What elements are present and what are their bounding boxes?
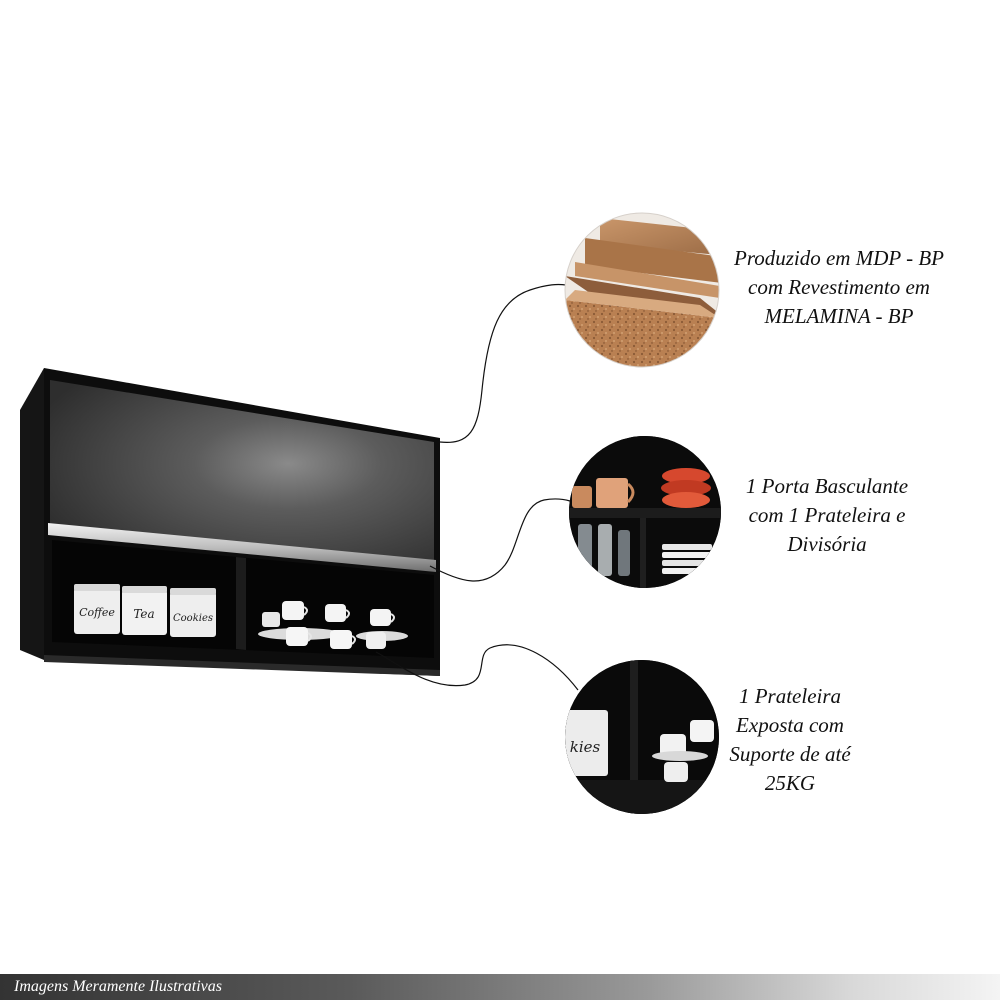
callout-door: 1 Porta Basculante com 1 Prateleira e Di… (712, 472, 942, 559)
cabinet-side-panel (20, 368, 44, 660)
callout-material: Produzido em MDP - BP com Revestimento e… (708, 244, 970, 331)
cabinet-bottom-edge (44, 655, 440, 676)
connector-line-2 (429, 498, 571, 582)
callout-line: com Revestimento em (748, 275, 930, 299)
cabinet: Coffee Tea Cookies (20, 368, 440, 676)
detail-image-shelf-mugs (569, 436, 721, 588)
canister-cookies: Cookies (170, 588, 216, 637)
callout-line: Produzido em MDP - BP (734, 246, 944, 270)
canister-label: Cookies (173, 613, 213, 624)
cups-and-saucers (258, 601, 408, 649)
canister-tea: Tea (122, 586, 167, 635)
door-handle (48, 523, 436, 572)
connector-lines (375, 283, 579, 691)
callout-line: Suporte de até (729, 742, 851, 766)
callout-open-shelf: 1 Prateleira Exposta com Suporte de até … (704, 682, 876, 798)
connector-line-1 (439, 283, 567, 443)
detail-image-open-shelf: kies (565, 660, 719, 814)
callout-line: Divisória (787, 532, 867, 556)
footer-disclaimer: Imagens Meramente Ilustrativas (14, 978, 222, 995)
shelf-divider (236, 557, 246, 650)
callout-line: com 1 Prateleira e (748, 503, 906, 527)
connector-line-3 (375, 644, 579, 691)
basculante-door (50, 380, 434, 566)
callout-line: 25KG (764, 771, 816, 795)
footer-bar: Imagens Meramente Ilustrativas (0, 974, 1000, 1000)
canister-label: Coffee (79, 606, 115, 619)
canister-coffee: Coffee (74, 584, 120, 634)
detail-image-mdp-board (564, 212, 720, 368)
callout-line: 1 Prateleira (738, 684, 842, 708)
callout-line: MELAMINA - BP (764, 304, 914, 328)
canister-closeup-label: kies (570, 738, 601, 756)
callout-line: Exposta com (736, 713, 844, 737)
canister-label: Tea (133, 607, 154, 621)
callout-line: 1 Porta Basculante (745, 474, 909, 498)
